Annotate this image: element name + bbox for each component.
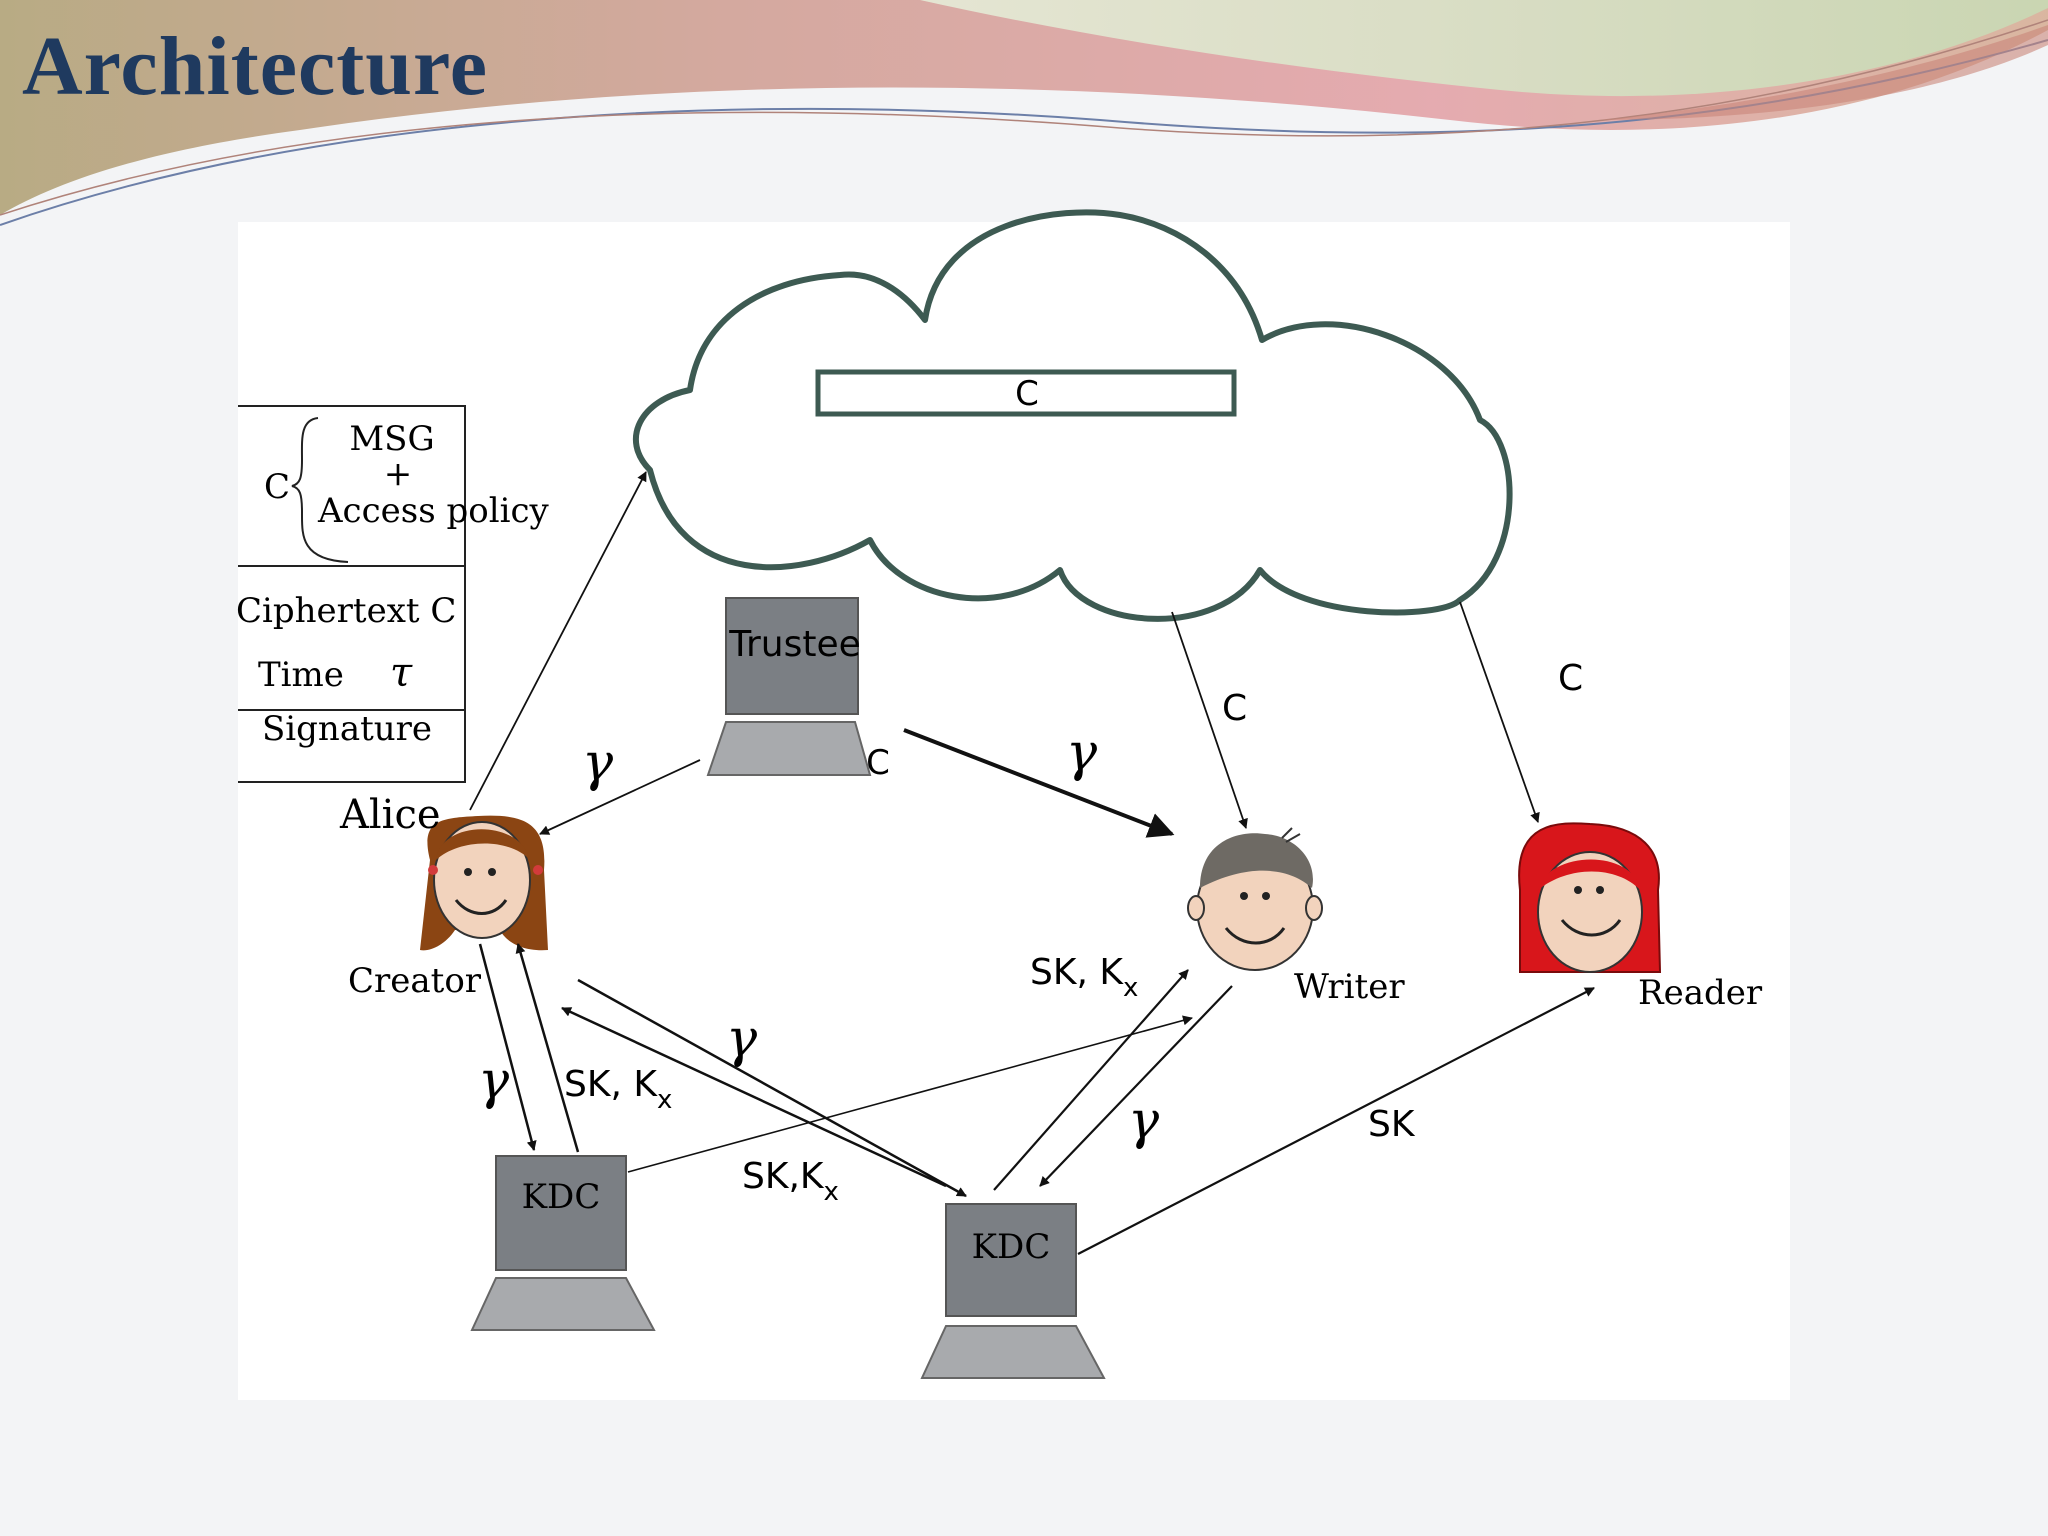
writer-avatar bbox=[1187, 827, 1323, 971]
kdc-1-label: KDC bbox=[522, 1177, 601, 1217]
reader-label: Reader bbox=[1638, 973, 1763, 1013]
alice-label: Alice bbox=[339, 792, 441, 838]
cloud-storage-bar bbox=[815, 369, 1237, 417]
arrow-cloud-to-reader bbox=[1459, 601, 1540, 823]
arrow-creator-to-kdc2 bbox=[577, 978, 967, 1198]
label-gamma-creator-kdc2: γ bbox=[726, 1009, 758, 1069]
label-sk-kx-kdc2-creator: SK,Kx bbox=[742, 1156, 839, 1207]
writer-label: Writer bbox=[1294, 967, 1405, 1007]
format-plus-label: + bbox=[384, 454, 413, 494]
message-format-box: C MSG + Access policy Ciphertext C Time … bbox=[236, 405, 549, 783]
arrow-kdc2-to-creator bbox=[561, 1006, 947, 1188]
reader-avatar bbox=[1518, 822, 1662, 973]
format-brace bbox=[291, 417, 349, 563]
format-ciphertext-label: Ciphertext C bbox=[236, 591, 456, 631]
label-gamma-trustee-writer: γ bbox=[1066, 723, 1098, 783]
header-swoosh bbox=[0, 0, 2048, 226]
format-c-label: C bbox=[264, 467, 290, 507]
arrow-kdc1-to-creator bbox=[515, 943, 580, 1153]
format-msg-label: MSG bbox=[349, 419, 434, 459]
arrow-kdc1-to-writer bbox=[627, 1015, 1193, 1173]
trustee-label: Trustee bbox=[728, 624, 860, 665]
arrow-kdc2-to-reader bbox=[1077, 987, 1595, 1255]
label-sk-kx-kdc2-writer: SK, Kx bbox=[1030, 952, 1138, 1003]
label-gamma-writer-kdc2: γ bbox=[1128, 1091, 1160, 1151]
label-c-cloud-reader: C bbox=[1558, 658, 1583, 699]
label-gamma-creator-kdc1: γ bbox=[478, 1051, 510, 1111]
arrow-creator-to-kdc1 bbox=[478, 943, 537, 1151]
arrow-trustee-to-writer bbox=[903, 728, 1175, 838]
arrow-kdc2-to-writer bbox=[993, 969, 1189, 1191]
format-signature-label: Signature bbox=[262, 709, 432, 749]
kdc-2-label: KDC bbox=[972, 1227, 1051, 1267]
cloud-storage-label: C bbox=[1015, 374, 1039, 414]
arrow-writer-to-kdc2 bbox=[1039, 985, 1233, 1187]
format-time-symbol: τ bbox=[390, 650, 413, 696]
label-sk-kx-kdc1-creator: SK, Kx bbox=[564, 1064, 672, 1115]
arrow-trustee-to-alice bbox=[539, 759, 701, 835]
arrows bbox=[469, 471, 1595, 1255]
format-time-label: Time bbox=[258, 655, 344, 695]
trustee-computer: Trustee C bbox=[706, 597, 890, 783]
label-c-cloud-writer: C bbox=[1222, 688, 1247, 729]
alice-avatar bbox=[420, 815, 548, 951]
creator-label: Creator bbox=[348, 961, 482, 1001]
label-gamma-trustee-alice: γ bbox=[582, 733, 614, 793]
arrow-cloud-to-writer bbox=[1171, 611, 1248, 829]
kdc-computer-2: KDC bbox=[920, 1203, 1106, 1379]
label-sk-kdc2-reader: SK bbox=[1368, 1104, 1416, 1145]
arrow-alice-to-cloud bbox=[469, 471, 647, 811]
arrow-labels: γ γ C C γ γ γ SK, Kx SK,Kx SK, Kx SK bbox=[478, 658, 1583, 1207]
cloud-storage: C bbox=[632, 209, 1513, 622]
trustee-sub-label: C bbox=[866, 743, 890, 783]
slide-title: Architecture bbox=[22, 20, 489, 113]
format-policy-label: Access policy bbox=[317, 491, 549, 531]
kdc-computer-1: KDC bbox=[470, 1155, 656, 1331]
